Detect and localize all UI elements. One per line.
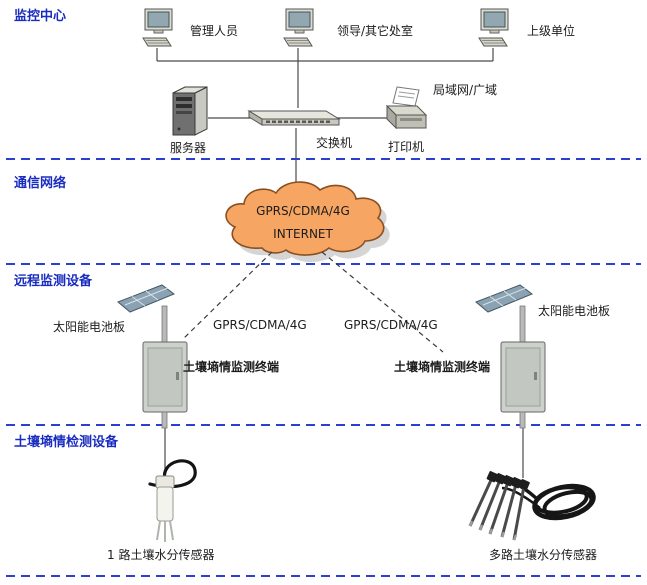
cloud-label-line2: INTERNET — [273, 227, 333, 241]
section-title-communication: 通信网络 — [14, 176, 67, 191]
printer-label: 打印机 — [388, 140, 425, 154]
section-title-remote-devices: 远程监测设备 — [14, 274, 93, 289]
computer-icon — [279, 8, 319, 54]
single-sensor-label: 1 路土壤水分传感器 — [107, 548, 215, 562]
server-label: 服务器 — [170, 141, 207, 155]
printer-icon — [383, 84, 429, 140]
computer-icon — [138, 8, 178, 54]
cloud-label-line1: GPRS/CDMA/4G — [256, 204, 350, 218]
solar-panel-right-label: 太阳能电池板 — [538, 304, 611, 318]
gprs-link-right-label: GPRS/CDMA/4G — [344, 318, 438, 332]
gprs-link-right-line — [321, 251, 444, 353]
solar-terminal-station-icon — [112, 280, 202, 434]
section-title-soil-devices: 土壤墒情检测设备 — [14, 435, 119, 450]
superior-pc-label: 上级单位 — [527, 24, 576, 38]
gprs-link-left-label: GPRS/CDMA/4G — [213, 318, 307, 332]
multi-sensor-label: 多路土壤水分传感器 — [489, 548, 598, 562]
soil-moisture-sensor-icon — [126, 456, 201, 548]
lan-wan-label: 局域网/广域 — [433, 83, 498, 97]
computer-icon — [474, 8, 514, 54]
section-title-monitoring-center: 监控中心 — [14, 9, 67, 24]
terminal-right-label: 土壤墒情监测终端 — [394, 360, 491, 374]
solar-terminal-station-icon — [470, 280, 560, 434]
switch-label: 交换机 — [316, 136, 353, 150]
server-icon — [168, 84, 212, 142]
multi-soil-moisture-sensor-icon — [462, 460, 602, 552]
terminal-left-label: 土壤墒情监测终端 — [183, 360, 280, 374]
gprs-link-left-line — [181, 251, 273, 341]
solar-panel-left-label: 太阳能电池板 — [53, 320, 126, 334]
switch-icon — [246, 102, 342, 134]
internet-cloud — [225, 181, 390, 263]
admin-pc-label: 管理人员 — [190, 24, 239, 38]
leader-pc-label: 领导/其它处室 — [337, 24, 414, 38]
